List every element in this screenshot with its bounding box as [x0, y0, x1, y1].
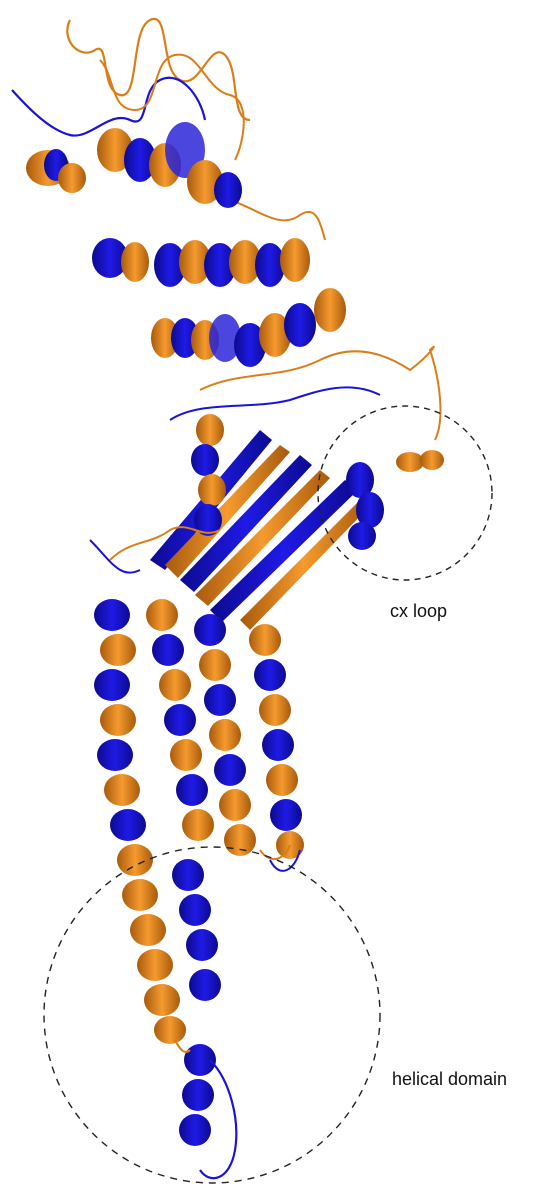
- middle-domain: [90, 347, 444, 630]
- helix-middle: [191, 414, 226, 536]
- helix-column-center: [146, 599, 221, 1146]
- helix-row-3: [151, 288, 346, 367]
- helical-domain-label: helical domain: [392, 1069, 507, 1090]
- top-domain: [12, 19, 346, 367]
- orange-loop: [67, 19, 250, 120]
- orange-loop: [200, 347, 440, 440]
- helix-row-2: [92, 238, 310, 287]
- orange-loop: [230, 200, 325, 240]
- helix-bundle: [94, 599, 304, 1178]
- cx-loop-helices: [346, 450, 444, 550]
- helix-column-left: [94, 599, 186, 1044]
- helix-top-left: [26, 149, 86, 193]
- cx-loop-label: cx loop: [390, 601, 447, 622]
- helix-column-far-right: [249, 624, 304, 859]
- blue-loop: [170, 387, 380, 420]
- helix-top-center: [97, 122, 242, 208]
- helical-domain-circle: [44, 847, 380, 1183]
- beta-sheet: [150, 430, 368, 630]
